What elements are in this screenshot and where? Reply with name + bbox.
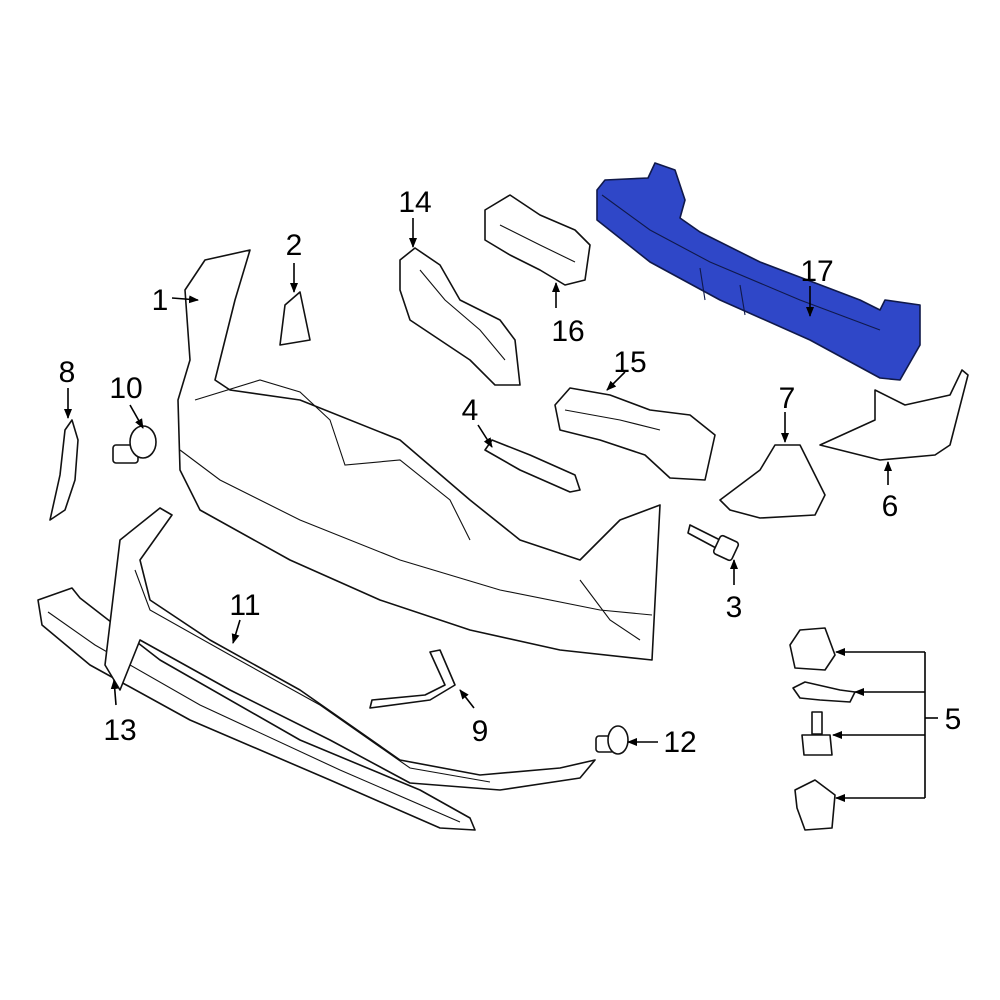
part-1-bumper-cover[interactable] (177, 249, 661, 661)
part-12-clip[interactable] (595, 725, 629, 755)
part-9-bracket[interactable] (369, 649, 456, 709)
part-11-lower-spoiler[interactable] (104, 507, 596, 791)
callout-12: 12 (663, 726, 696, 759)
callout-labels: 1 2 3 4 5 6 7 8 9 10 11 12 13 14 15 16 1… (59, 186, 962, 759)
callout-13: 13 (103, 714, 136, 747)
callout-4: 4 (462, 394, 479, 427)
part-2-bracket[interactable] (279, 291, 311, 346)
callout-16: 16 (551, 315, 584, 348)
part-5-hardware[interactable] (789, 627, 856, 831)
callout-1: 1 (152, 284, 169, 317)
callout-8: 8 (59, 356, 76, 389)
part-3-bolt[interactable] (687, 524, 740, 562)
part-8-bracket[interactable] (49, 419, 79, 521)
callout-3: 3 (726, 591, 743, 624)
callout-9: 9 (472, 715, 489, 748)
part-14-bracket[interactable] (399, 247, 521, 386)
callout-6: 6 (882, 490, 899, 523)
callout-17: 17 (800, 255, 833, 288)
callout-2: 2 (286, 229, 303, 262)
part-17-bumper-reinforcement[interactable] (596, 162, 921, 381)
part-16-bracket[interactable] (484, 194, 591, 286)
callout-10: 10 (109, 372, 142, 405)
part-4-bracket[interactable] (484, 439, 581, 493)
callout-14: 14 (398, 186, 431, 219)
part-15-bracket[interactable] (554, 387, 716, 481)
leader-lines (64, 218, 938, 802)
callout-11: 11 (229, 589, 260, 622)
part-10-clip[interactable] (112, 425, 157, 464)
callout-15: 15 (613, 346, 646, 379)
callout-7: 7 (779, 382, 796, 415)
part-7-grille[interactable] (719, 444, 826, 519)
callout-5: 5 (945, 703, 962, 736)
part-6-deflector[interactable] (819, 369, 969, 461)
part-13-lower-valance[interactable] (37, 587, 476, 831)
